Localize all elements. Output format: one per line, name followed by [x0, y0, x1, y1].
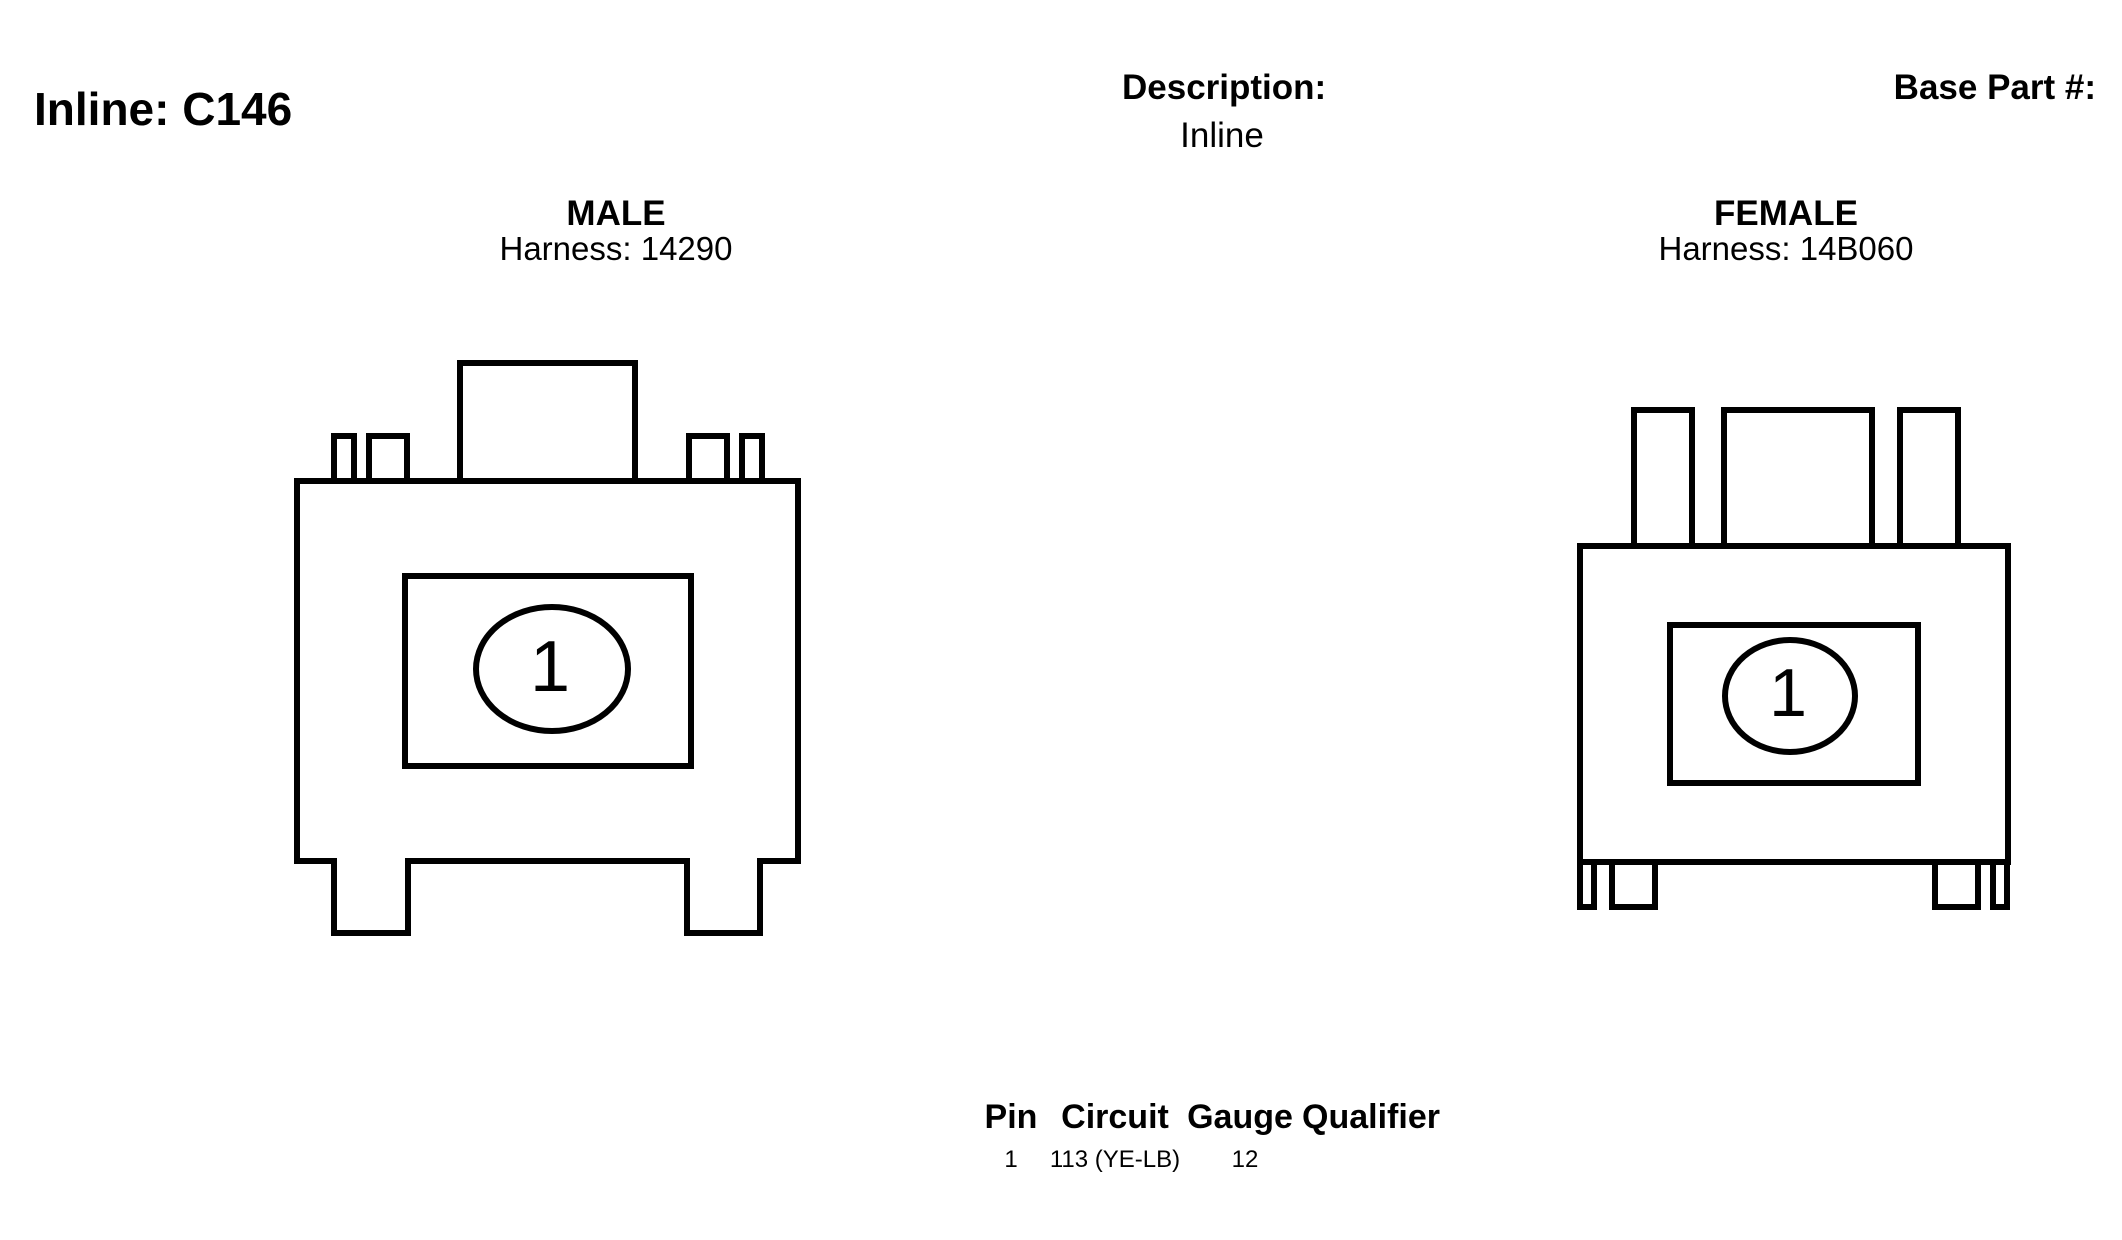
male-left-ear-inner — [366, 433, 410, 484]
description-value: Inline — [1180, 116, 1264, 155]
male-pin-number: 1 — [530, 627, 570, 707]
female-top-tab-center — [1721, 407, 1875, 549]
female-title: FEMALE — [1714, 194, 1858, 233]
male-right-ear-outer — [739, 433, 765, 484]
base-part-label: Base Part #: — [1893, 68, 2096, 107]
female-bottom-foot-3 — [1932, 859, 1981, 910]
table-cell-circuit: 113 (YE-LB) — [1050, 1146, 1180, 1173]
table-header-pin: Pin — [985, 1098, 1038, 1136]
male-pin-circle — [473, 604, 631, 734]
male-title: MALE — [566, 194, 666, 233]
table-header-gauge: Gauge — [1187, 1098, 1293, 1136]
table-header-qualifier: Qualifier — [1302, 1098, 1440, 1136]
page-title: Inline: C146 — [34, 83, 293, 135]
female-pin-circle — [1722, 637, 1858, 755]
female-top-tab-left — [1631, 407, 1695, 549]
male-pin-window — [402, 573, 694, 769]
female-bottom-foot-4 — [1990, 859, 2010, 910]
male-top-tab — [457, 360, 638, 484]
female-harness: Harness: 14B060 — [1658, 230, 1914, 267]
table-cell-gauge: 12 — [1232, 1146, 1259, 1173]
female-bottom-foot-1 — [1577, 859, 1597, 910]
male-harness: Harness: 14290 — [499, 230, 733, 267]
male-body-outline — [294, 478, 801, 936]
female-pin-number: 1 — [1769, 655, 1807, 731]
female-body — [1577, 543, 2011, 865]
table-header-circuit: Circuit — [1061, 1098, 1169, 1136]
male-right-ear-inner — [686, 433, 730, 484]
female-pin-window — [1667, 622, 1921, 786]
female-connector — [1577, 407, 2011, 910]
description-label: Description: — [1122, 68, 1327, 107]
male-connector — [294, 360, 801, 936]
table-cell-pin: 1 — [1004, 1146, 1017, 1173]
female-top-tab-right — [1897, 407, 1961, 549]
male-left-ear-outer — [331, 433, 357, 484]
female-bottom-foot-2 — [1609, 859, 1658, 910]
